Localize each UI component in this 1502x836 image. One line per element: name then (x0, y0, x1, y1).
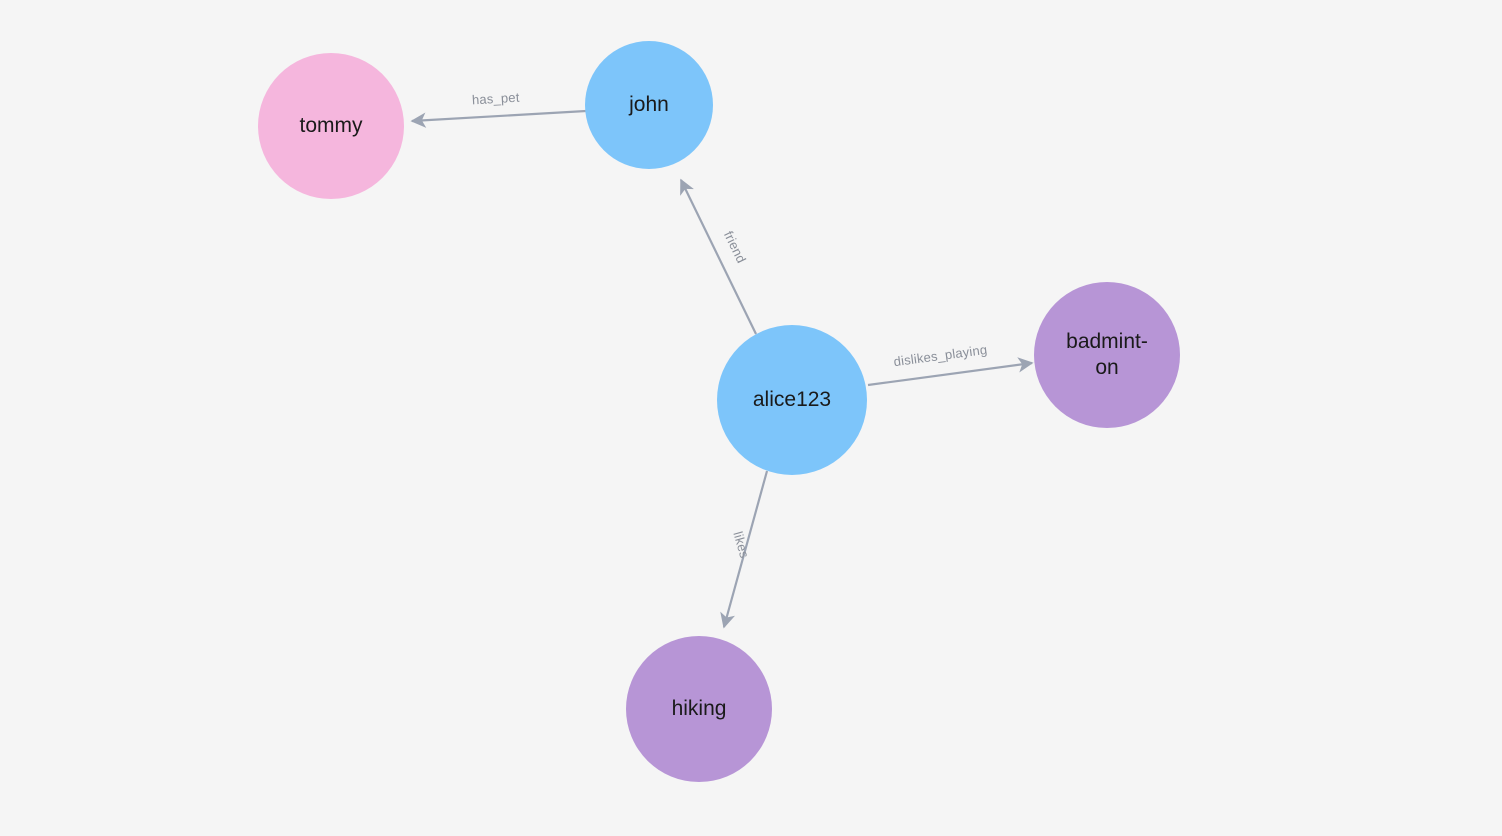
node-circle-hiking[interactable] (626, 636, 772, 782)
graph-edge-alice123-to-badminton[interactable] (867, 357, 1034, 387)
node-circle-tommy[interactable] (258, 53, 404, 199)
node-circle-badminton[interactable] (1034, 282, 1180, 428)
edge-label-likes: likes (730, 530, 752, 560)
graph-node-john[interactable]: john (585, 41, 713, 169)
edges-layer (410, 109, 1034, 629)
node-circle-john[interactable] (585, 41, 713, 169)
graph-node-hiking[interactable]: hiking (626, 636, 772, 782)
edge-label-friend: friend (721, 229, 749, 266)
graph-node-alice123[interactable]: alice123 (717, 325, 867, 475)
edge-label-dislikes_playing: dislikes_playing (893, 342, 988, 369)
node-circle-alice123[interactable] (717, 325, 867, 475)
edge-label-has_pet: has_pet (472, 90, 521, 108)
graph-edge-alice123-to-john[interactable] (680, 178, 757, 335)
nodes-layer: tommy john alice123 badmint-on hiking (258, 41, 1180, 782)
graph-edge-john-to-tommy[interactable] (410, 109, 587, 128)
graph-edge-alice123-to-hiking[interactable] (720, 470, 769, 629)
graph-node-badminton[interactable]: badmint-on (1034, 282, 1180, 428)
graph-node-tommy[interactable]: tommy (258, 53, 404, 199)
